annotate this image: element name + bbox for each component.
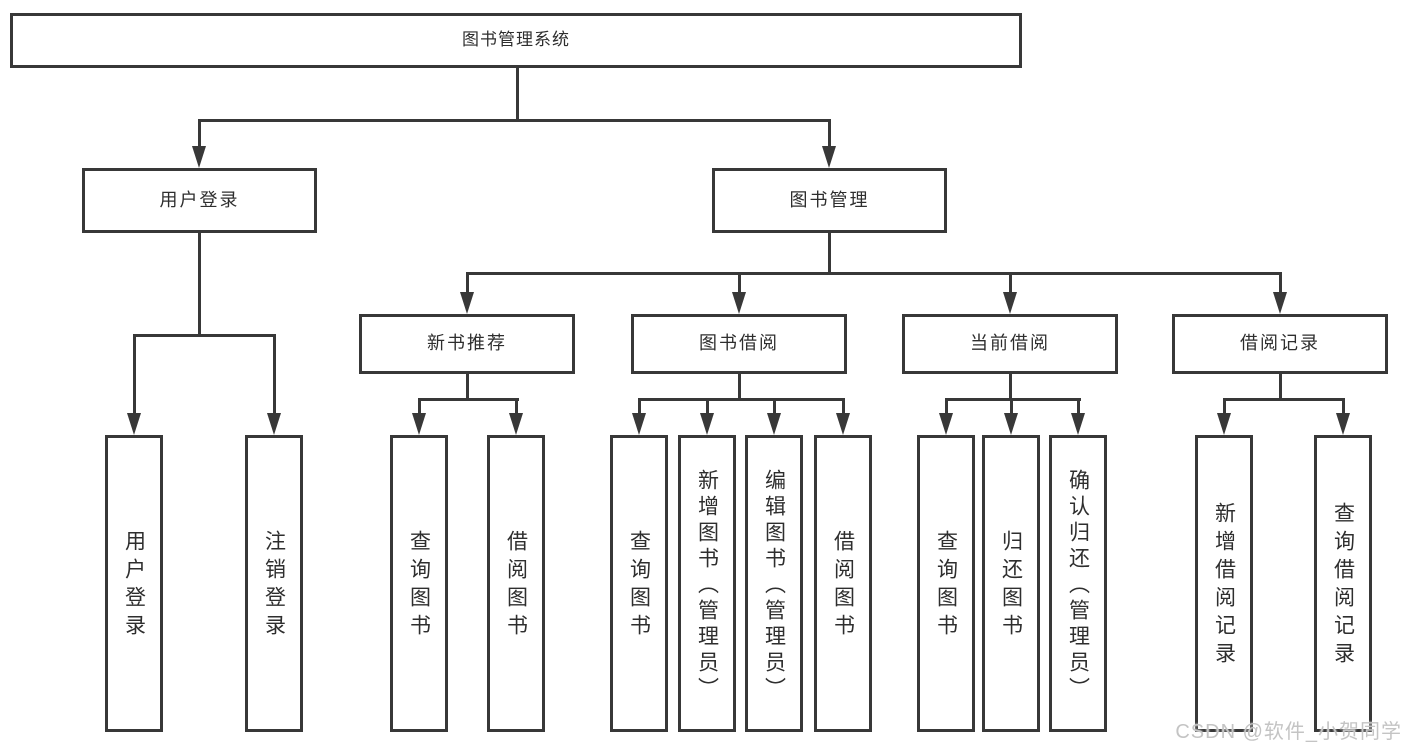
connector-line (465, 374, 469, 401)
connector-line (417, 398, 519, 401)
connector-line (197, 233, 201, 337)
leaf-logout-login: 注销登录 (245, 435, 303, 732)
arrow-down-icon (267, 413, 281, 435)
arrow-down-icon (939, 413, 953, 435)
node-borrow-records: 借阅记录 (1172, 314, 1388, 374)
node-user-login: 用户登录 (82, 168, 317, 233)
arrow-down-icon (767, 413, 781, 435)
leaf-edit-book-admin: 编辑图书（管理员） (745, 435, 803, 732)
connector-line (1008, 374, 1012, 401)
connector-line (1278, 272, 1282, 296)
arrow-down-icon (192, 146, 206, 168)
connector-line (465, 272, 1282, 275)
arrow-down-icon (460, 292, 474, 314)
connector-line (515, 68, 519, 122)
connector-line (772, 398, 776, 416)
leaf-borrow-query-book: 查询图书 (610, 435, 668, 732)
arrow-down-icon (412, 413, 426, 435)
node-new-book-recommend: 新书推荐 (359, 314, 575, 374)
arrow-down-icon (732, 292, 746, 314)
connector-line (737, 374, 741, 401)
leaf-add-book-admin: 新增图书（管理员） (678, 435, 736, 732)
arrow-down-icon (1004, 413, 1018, 435)
connector-line (465, 272, 469, 296)
connector-line (737, 272, 741, 296)
connector-line (272, 334, 276, 416)
arrow-down-icon (822, 146, 836, 168)
leaf-recommend-query-book: 查询图书 (390, 435, 448, 732)
connector-line (417, 398, 421, 416)
connector-line (1076, 398, 1080, 416)
connector-line (827, 233, 831, 275)
node-current-borrow: 当前借阅 (902, 314, 1118, 374)
leaf-recommend-borrow-book: 借阅图书 (487, 435, 545, 732)
connector-line (944, 398, 948, 416)
connector-line (197, 119, 201, 151)
connector-line (841, 398, 845, 416)
connector-line (1222, 398, 1345, 401)
connector-line (1278, 374, 1282, 401)
node-book-borrow: 图书借阅 (631, 314, 847, 374)
leaf-return-book: 归还图书 (982, 435, 1040, 732)
leaf-borrow-book: 借阅图书 (814, 435, 872, 732)
connector-line (514, 398, 518, 416)
connector-line (1341, 398, 1345, 416)
leaf-query-borrow-record: 查询借阅记录 (1314, 435, 1372, 732)
arrow-down-icon (836, 413, 850, 435)
connector-line (132, 334, 276, 337)
leaf-current-query-book: 查询图书 (917, 435, 975, 732)
csdn-watermark: CSDN @软件_小贺同学 (1175, 721, 1402, 743)
arrow-down-icon (1273, 292, 1287, 314)
node-root: 图书管理系统 (10, 13, 1022, 68)
leaf-add-borrow-record: 新增借阅记录 (1195, 435, 1253, 732)
arrow-down-icon (632, 413, 646, 435)
arrow-down-icon (127, 413, 141, 435)
node-book-management: 图书管理 (712, 168, 947, 233)
connector-line (197, 119, 831, 122)
connector-line (1009, 398, 1013, 416)
connector-line (705, 398, 709, 416)
connector-line (637, 398, 845, 401)
leaf-confirm-return-admin: 确认归还（管理员） (1049, 435, 1107, 732)
connector-line (637, 398, 641, 416)
connector-line (944, 398, 1081, 401)
arrow-down-icon (1217, 413, 1231, 435)
arrow-down-icon (1003, 292, 1017, 314)
arrow-down-icon (1071, 413, 1085, 435)
arrow-down-icon (509, 413, 523, 435)
arrow-down-icon (1336, 413, 1350, 435)
leaf-user-login: 用户登录 (105, 435, 163, 732)
connector-line (1222, 398, 1226, 416)
connector-line (1008, 272, 1012, 296)
connector-line (827, 119, 831, 151)
arrow-down-icon (700, 413, 714, 435)
connector-line (132, 334, 136, 416)
